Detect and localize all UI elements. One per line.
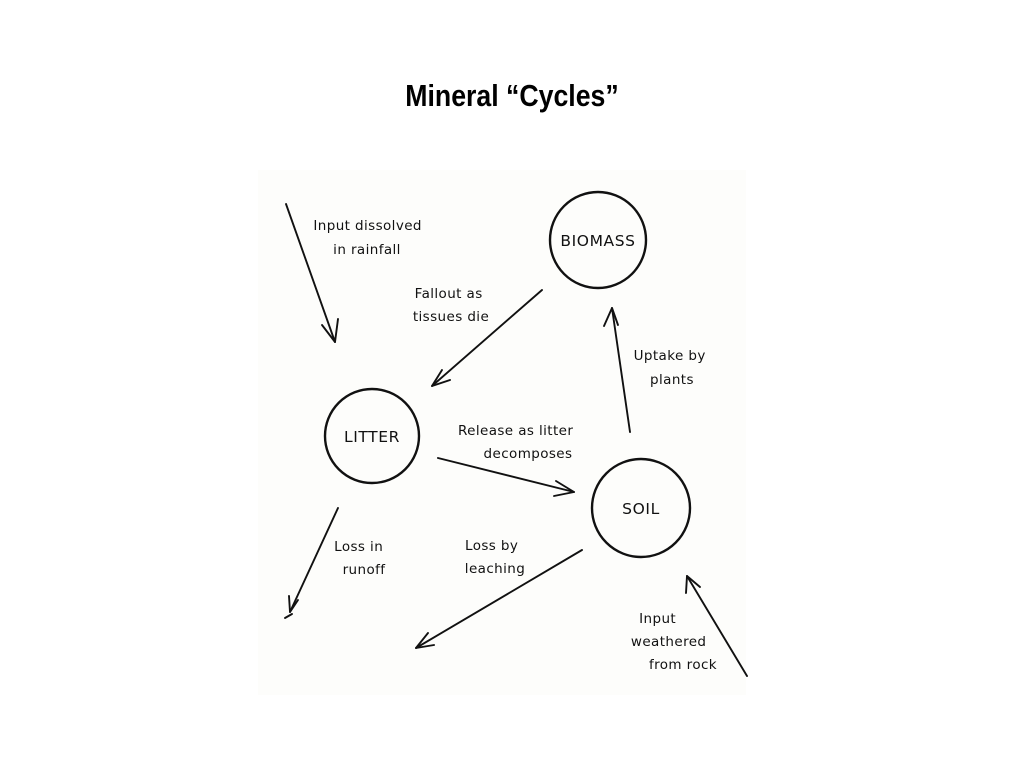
biomass-node-label: BIOMASS [560, 232, 635, 250]
loss-runoff-label-line-2: runoff [343, 562, 387, 578]
loss-runoff-label-line-1: Loss in [334, 539, 383, 555]
soil-node: SOIL [590, 457, 692, 559]
input-rainfall-label-line-1: Input dissolved [313, 218, 422, 234]
loss-runoff-arrow [284, 507, 339, 619]
input-weathered-label-line-1: Input [639, 611, 676, 627]
slide-title: Mineral “Cycles” [405, 78, 619, 113]
release-arrow [437, 457, 575, 497]
input-rainfall-label-line-2: in rainfall [333, 242, 401, 258]
uptake-arrow [603, 307, 631, 433]
release-label: Release as litter decomposes [458, 423, 578, 462]
loss-leaching-label-line-2: leaching [465, 561, 525, 577]
input-weathered-label-line-3: from rock [649, 657, 717, 673]
uptake-label-line-1: Uptake by [634, 348, 706, 364]
loss-runoff-label: Loss in runoff [334, 539, 388, 578]
input-rainfall-arrow [285, 203, 339, 343]
uptake-label-line-2: plants [650, 372, 694, 388]
uptake-label: Uptake by plants [634, 348, 711, 388]
loss-leaching-arrow [415, 549, 583, 649]
litter-node-label: LITTER [344, 428, 400, 446]
fallout-label-line-1: Fallout as [415, 286, 483, 302]
litter-node: LITTER [323, 387, 421, 485]
loss-leaching-label: Loss by leaching [465, 538, 525, 577]
fallout-label: Fallout as tissues die [413, 286, 489, 325]
input-weathered-label-line-2: weathered [631, 634, 707, 650]
release-label-line-2: decomposes [484, 446, 573, 462]
fallout-arrow [431, 289, 543, 387]
release-label-line-1: Release as litter [458, 423, 573, 439]
figure-background [258, 170, 746, 695]
input-rainfall-label: Input dissolved in rainfall [313, 218, 426, 258]
fallout-label-line-2: tissues die [413, 309, 489, 325]
input-weathered-label: Input weathered from rock [631, 611, 717, 673]
soil-node-label: SOIL [622, 500, 660, 518]
input-weathered-arrow [685, 575, 748, 677]
loss-leaching-label-line-1: Loss by [465, 538, 518, 554]
biomass-node: BIOMASS [548, 190, 648, 290]
